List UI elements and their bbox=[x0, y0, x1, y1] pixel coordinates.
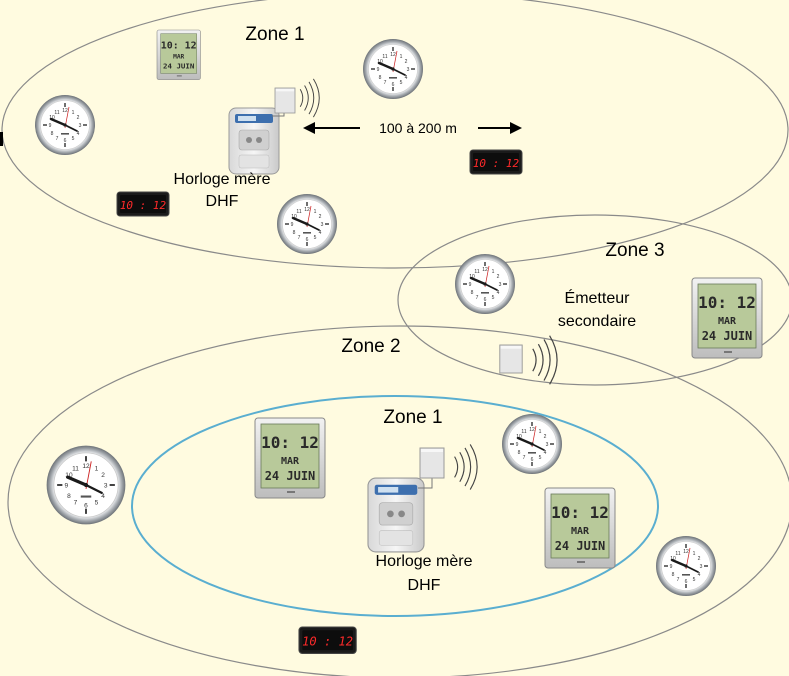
led-clock-icon: 10 : 12 bbox=[298, 626, 357, 654]
svg-text:24 JUIN: 24 JUIN bbox=[265, 469, 316, 483]
led-clock-icon: 10 : 12 bbox=[469, 149, 523, 175]
svg-text:10 : 12: 10 : 12 bbox=[302, 635, 353, 649]
lcd-clock-icon: 10: 12 MAR 24 JUIN bbox=[254, 417, 326, 499]
svg-text:10: 12: 10: 12 bbox=[551, 503, 609, 522]
antenna-icon bbox=[274, 87, 296, 114]
radio-waves-icon bbox=[532, 335, 558, 385]
radio-waves-icon bbox=[299, 78, 320, 118]
svg-text:10: 12: 10: 12 bbox=[161, 41, 197, 52]
top-zone1-label: Zone 1 bbox=[245, 24, 304, 45]
secondary-emitter-icon bbox=[499, 344, 523, 374]
lcd-clock-icon: 10: 12 MAR 24 JUIN bbox=[544, 487, 616, 569]
radio-waves-icon bbox=[454, 443, 478, 491]
master-clock-icon bbox=[228, 107, 280, 175]
svg-text:MAR: MAR bbox=[718, 316, 737, 327]
top-master-clock-label-1: Horloge mère bbox=[174, 171, 271, 188]
svg-text:24 JUIN: 24 JUIN bbox=[702, 329, 753, 343]
svg-text:24 JUIN: 24 JUIN bbox=[555, 539, 606, 553]
lcd-clock-icon: 10: 12 MAR 24 JUIN bbox=[156, 29, 201, 80]
analog-clock-icon bbox=[361, 37, 425, 101]
led-clock-icon: 10 : 12 bbox=[116, 191, 170, 217]
svg-text:MAR: MAR bbox=[281, 456, 300, 467]
zone3-label: Zone 3 bbox=[605, 240, 664, 261]
antenna-cable bbox=[418, 474, 433, 489]
svg-text:MAR: MAR bbox=[173, 54, 184, 61]
edge-marker bbox=[0, 132, 3, 146]
svg-text:10: 12: 10: 12 bbox=[261, 433, 319, 452]
analog-clock-icon bbox=[453, 252, 517, 316]
inner-zone1-boundary bbox=[131, 395, 659, 617]
svg-text:10: 12: 10: 12 bbox=[698, 293, 756, 312]
master-clock-icon bbox=[367, 477, 425, 553]
distance-arrow bbox=[303, 122, 522, 134]
zone2-label: Zone 2 bbox=[341, 336, 400, 357]
antenna-icon bbox=[419, 447, 445, 479]
secondary-emitter-label-2: secondaire bbox=[558, 313, 636, 330]
inner-master-clock-label-1: Horloge mère bbox=[376, 553, 473, 570]
svg-text:10 : 12: 10 : 12 bbox=[120, 199, 167, 212]
zone3-boundary bbox=[397, 214, 789, 386]
svg-text:24 JUIN: 24 JUIN bbox=[163, 61, 195, 70]
inner-master-clock-label-2: DHF bbox=[408, 577, 441, 594]
top-zone1-boundary bbox=[1, 0, 789, 269]
svg-text:10 : 12: 10 : 12 bbox=[473, 157, 520, 170]
analog-clock-icon bbox=[33, 93, 97, 157]
lcd-clock-icon: 10: 12 MAR 24 JUIN bbox=[691, 277, 763, 359]
analog-clock-icon bbox=[654, 534, 718, 598]
inner-zone1-label: Zone 1 bbox=[383, 407, 442, 428]
secondary-emitter-label-1: Émetteur bbox=[565, 288, 631, 307]
distance-label: 100 à 200 m bbox=[379, 120, 457, 136]
analog-clock-icon bbox=[45, 444, 127, 526]
analog-clock-icon bbox=[500, 412, 564, 476]
zone2-boundary bbox=[7, 325, 789, 676]
analog-clock-icon bbox=[275, 192, 339, 256]
svg-text:MAR: MAR bbox=[571, 526, 590, 537]
top-master-clock-label-2: DHF bbox=[206, 193, 239, 210]
